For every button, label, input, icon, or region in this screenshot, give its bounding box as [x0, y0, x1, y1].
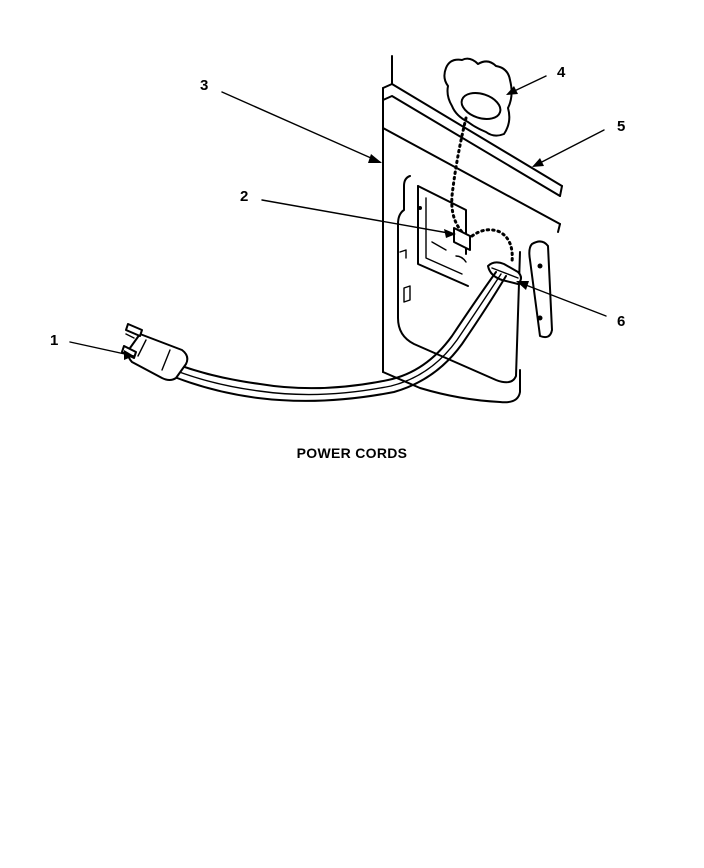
- callout-labels: 1 2 3 4 5 6: [50, 64, 625, 349]
- cabinet-knockout-cutaway: [443, 57, 513, 137]
- leader-line-2: [261, 199, 455, 235]
- leader-line-6: [517, 281, 607, 317]
- hidden-wire-route: [450, 116, 514, 264]
- callout-2: 2: [240, 188, 248, 205]
- callout-1: 1: [50, 332, 58, 349]
- leader-line-3: [221, 91, 381, 163]
- callout-3: 3: [200, 77, 208, 94]
- leader-line-1: [69, 341, 135, 357]
- leader-lines: [69, 75, 607, 360]
- callout-5: 5: [617, 118, 625, 135]
- leader-line-5: [533, 129, 605, 167]
- callout-6: 6: [617, 313, 625, 330]
- diagram-caption: POWER CORDS: [297, 445, 408, 461]
- strain-relief-bushing: [487, 261, 522, 285]
- callout-4: 4: [557, 64, 566, 81]
- power-cord: [121, 271, 507, 402]
- terminal-block: [453, 227, 471, 251]
